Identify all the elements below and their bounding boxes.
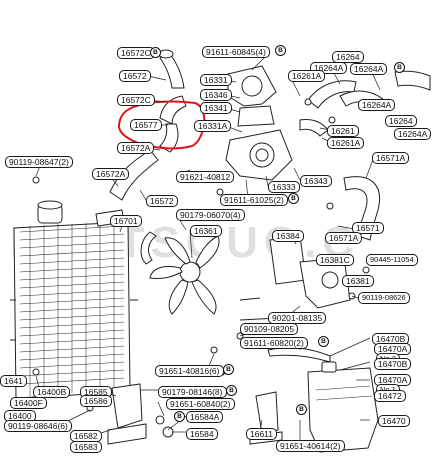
label-16261a-top[interactable]: 16261A bbox=[288, 70, 326, 82]
label-16701[interactable]: 16701 bbox=[110, 215, 142, 227]
label-16571[interactable]: 16571 bbox=[352, 222, 384, 234]
label-16584a[interactable]: 16584A bbox=[186, 411, 224, 423]
label-90109-08205[interactable]: 90109-08205 bbox=[240, 323, 299, 335]
label-16400b[interactable]: 16400B bbox=[33, 386, 71, 398]
label-16381c[interactable]: 16381C bbox=[316, 254, 354, 266]
label-16583[interactable]: 16583 bbox=[70, 441, 102, 453]
label-16346[interactable]: 16346 bbox=[200, 89, 232, 101]
label-16470-r[interactable]: 16470 bbox=[378, 415, 410, 427]
label-16577[interactable]: 16577 bbox=[130, 119, 162, 131]
label-16343[interactable]: 16343 bbox=[300, 175, 332, 187]
label-90119-08647[interactable]: 90119-08647(2) bbox=[5, 156, 73, 168]
label-16264-b[interactable]: 16264 bbox=[385, 115, 417, 127]
label-16400f[interactable]: 16400F bbox=[10, 397, 47, 409]
marker-b-icon: B bbox=[318, 336, 329, 347]
highlight-outline bbox=[118, 100, 206, 150]
label-16571a-b[interactable]: 16571A bbox=[325, 232, 363, 244]
label-16611[interactable]: 16611 bbox=[246, 428, 278, 440]
label-90179-06070[interactable]: 90179-06070(4) bbox=[176, 209, 245, 221]
label-16264a-3[interactable]: 16264A bbox=[358, 99, 396, 111]
label-16264a-2[interactable]: 16264A bbox=[350, 63, 388, 75]
marker-b-icon: B bbox=[275, 45, 286, 56]
label-16472[interactable]: 16472 bbox=[374, 390, 406, 402]
label-91651-60840[interactable]: 91651-60840(2) bbox=[166, 398, 235, 410]
marker-b-icon: B bbox=[174, 411, 185, 422]
marker-b-icon: B bbox=[150, 47, 161, 58]
label-16572[interactable]: 16572 bbox=[119, 70, 151, 82]
label-90179-08146[interactable]: 90179-08146(8) bbox=[158, 386, 227, 398]
label-90201-08135[interactable]: 90201-08135 bbox=[268, 312, 327, 324]
label-16264a-4[interactable]: 16264A bbox=[394, 128, 432, 140]
label-16401[interactable]: 1641 bbox=[0, 375, 27, 387]
label-91651-40614[interactable]: 91651-40614(2) bbox=[276, 440, 345, 452]
label-16571a[interactable]: 16571A bbox=[372, 152, 410, 164]
label-16333[interactable]: 16333 bbox=[268, 181, 300, 193]
label-90119-08626[interactable]: 90119-08626 bbox=[358, 292, 410, 304]
label-16586[interactable]: 16586 bbox=[80, 395, 112, 407]
label-16572a[interactable]: 16572A bbox=[117, 142, 155, 154]
fan-blades bbox=[149, 235, 220, 315]
marker-b-icon: B bbox=[394, 62, 405, 73]
label-16381[interactable]: 16381 bbox=[342, 275, 374, 287]
marker-b-icon: B bbox=[226, 385, 237, 396]
marker-b-icon: B bbox=[296, 404, 307, 415]
label-16261a-b[interactable]: 16261A bbox=[327, 137, 365, 149]
label-16331a[interactable]: 16331A bbox=[194, 120, 232, 132]
marker-b-icon: B bbox=[288, 193, 299, 204]
label-16361[interactable]: 16361 bbox=[190, 225, 222, 237]
label-16384[interactable]: 16384 bbox=[272, 230, 304, 242]
label-91611-61025[interactable]: 91611-61025(2) bbox=[220, 194, 288, 206]
label-16572a-b[interactable]: 16572A bbox=[92, 168, 130, 180]
label-91611-60845[interactable]: 91611-60845(4) bbox=[202, 46, 270, 58]
label-91611-60820[interactable]: 91611-60820(2) bbox=[240, 337, 308, 349]
label-16470b-2[interactable]: 16470B bbox=[374, 358, 412, 370]
label-16572-b[interactable]: 16572 bbox=[146, 195, 178, 207]
label-90119-08646[interactable]: 90119-08646(6) bbox=[4, 420, 72, 432]
label-16572c-b[interactable]: 16572C bbox=[117, 94, 155, 106]
label-16584[interactable]: 16584 bbox=[186, 428, 218, 440]
label-16331[interactable]: 16331 bbox=[200, 74, 232, 86]
label-16341[interactable]: 16341 bbox=[200, 102, 232, 114]
label-91621-40812[interactable]: 91621-40812 bbox=[176, 171, 235, 183]
label-90445-11054[interactable]: 90445-11054 bbox=[366, 254, 418, 266]
label-91651-40816[interactable]: 91651-40816(6) bbox=[155, 365, 224, 377]
label-16264[interactable]: 16264 bbox=[332, 51, 364, 63]
marker-b-icon: B bbox=[223, 364, 234, 375]
radiator-core bbox=[10, 200, 138, 399]
label-16261[interactable]: 16261 bbox=[327, 125, 359, 137]
